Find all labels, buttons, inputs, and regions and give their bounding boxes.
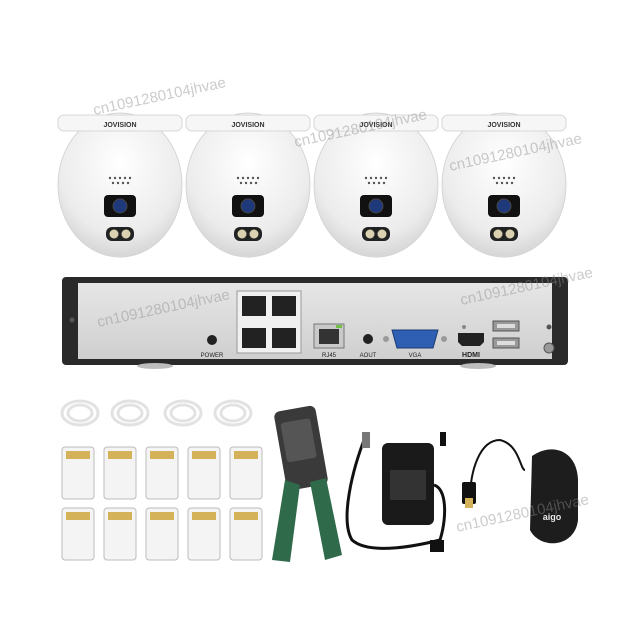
speaker-grille (236, 176, 260, 185)
nvr-recorder: POWER RJ45 AOUT VGA HDMI (62, 277, 568, 369)
dome-camera-3: JOVISION (313, 112, 439, 258)
dome-camera-4: JOVISION (441, 112, 567, 258)
rj45-label: RJ45 (322, 353, 337, 359)
hdmi-label: HDMI (462, 352, 480, 359)
power-adapter (345, 432, 447, 552)
camera-lens (240, 198, 256, 214)
dome-camera-1: JOVISION (57, 112, 183, 258)
camera-lens (368, 198, 384, 214)
network-cables (60, 399, 253, 427)
vga-label: VGA (409, 353, 422, 359)
vga-port: VGA (383, 329, 447, 359)
poe-ports (236, 290, 302, 354)
dome-camera-2: JOVISION (185, 112, 311, 258)
ground-screw (543, 342, 555, 354)
mouse-logo: aigo (543, 512, 562, 522)
power-label: POWER (201, 353, 224, 359)
crimping-tool (272, 405, 342, 562)
camera-brand-label: JOVISION (103, 122, 136, 129)
camera-lens (496, 198, 512, 214)
hdmi-port: HDMI (458, 325, 484, 359)
rj45-port: RJ45 (313, 323, 345, 359)
speaker-grille (492, 176, 516, 185)
usb-ports (492, 320, 520, 349)
power-button: POWER (201, 335, 224, 359)
aout-port: AOUT (360, 334, 377, 359)
camera-brand-label: JOVISION (359, 122, 392, 129)
aout-label: AOUT (360, 353, 377, 359)
mouse: aigo (462, 438, 578, 544)
camera-brand-label: JOVISION (231, 122, 264, 129)
camera-brand-label: JOVISION (487, 122, 520, 129)
speaker-grille (108, 176, 132, 185)
camera-lens (112, 198, 128, 214)
speaker-grille (364, 176, 388, 185)
rj45-connectors (61, 446, 263, 561)
